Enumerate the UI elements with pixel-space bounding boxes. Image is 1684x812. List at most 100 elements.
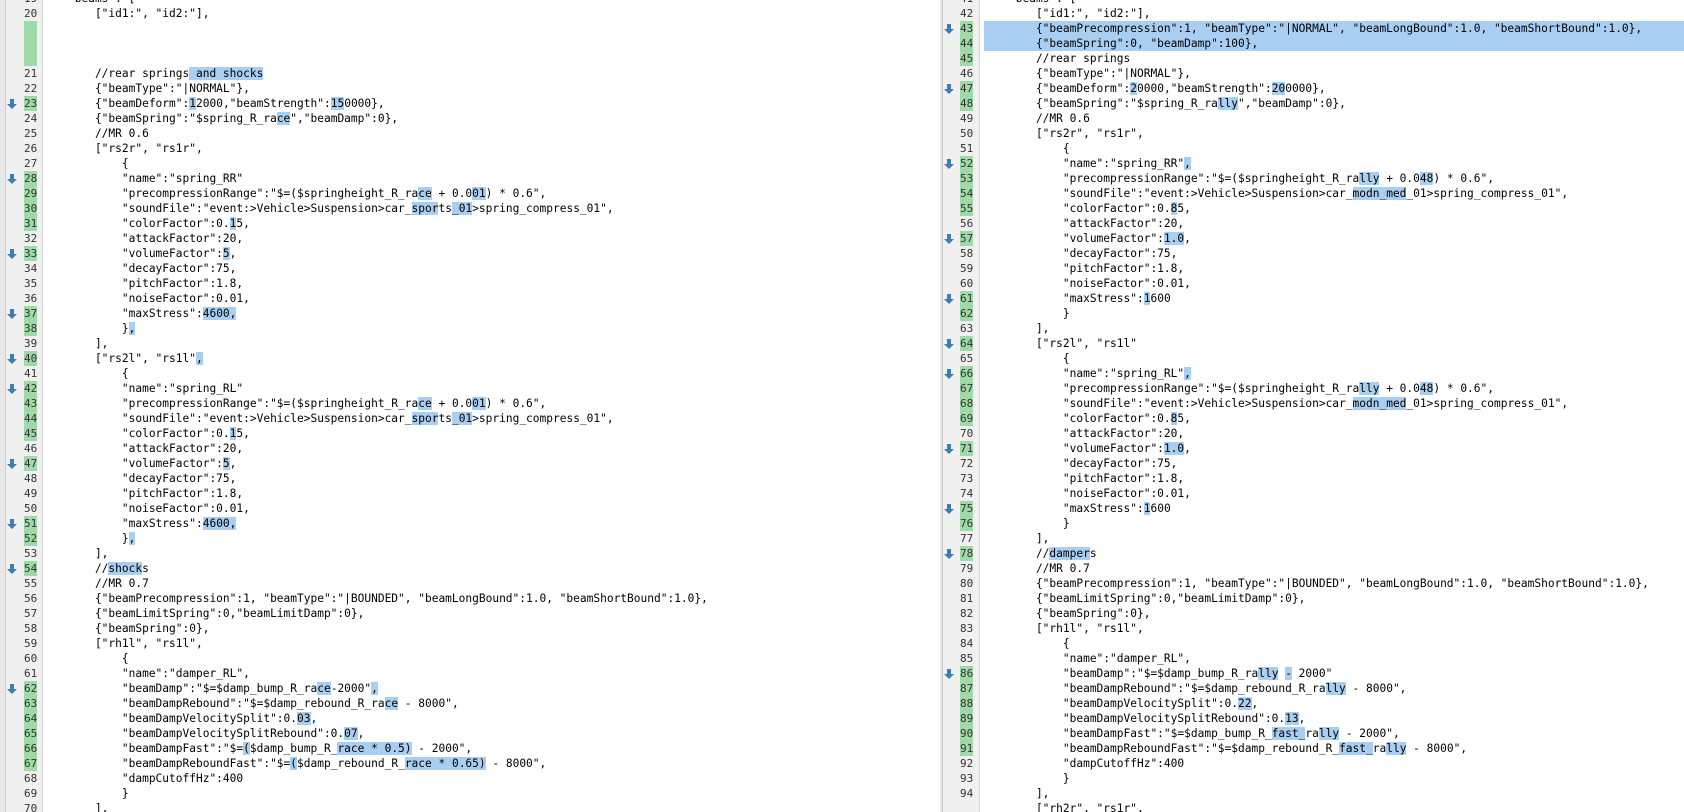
- line-code: "volumeFactor":5,: [46, 456, 910, 471]
- code-segment: _01>spring_compress_01",: [1406, 397, 1569, 410]
- copy-change-arrow-icon[interactable]: [944, 546, 958, 561]
- code-segment: ) * 0.6",: [485, 397, 547, 410]
- line-code: "colorFactor":0.85,: [984, 411, 1684, 426]
- copy-change-arrow-icon[interactable]: [7, 246, 21, 261]
- line-number: 50: [24, 502, 38, 515]
- line-number: 47: [960, 81, 974, 96]
- code-line: 49 "pitchFactor":1.8,: [0, 486, 910, 501]
- copy-change-arrow-icon[interactable]: [7, 381, 21, 396]
- copy-change-arrow-icon[interactable]: [944, 231, 958, 246]
- code-line: 57 "volumeFactor":1.0,: [940, 231, 1684, 246]
- copy-change-arrow-icon[interactable]: [944, 666, 958, 681]
- code-line: 85 "name":"damper_RL",: [940, 651, 1684, 666]
- code-line: 27 {: [0, 156, 910, 171]
- code-segment: "dampCutoffHz":400: [1009, 757, 1185, 770]
- diff-highlight-segment: ce: [276, 112, 291, 125]
- code-line: 20 ["id1:", "id2:"],: [0, 6, 910, 21]
- line-code: "beamDampVelocitySplit":0.03,: [46, 711, 910, 726]
- code-segment: ) * 0.6",: [485, 187, 547, 200]
- line-code: "volumeFactor":1.0,: [984, 231, 1684, 246]
- right-diff-pane[interactable]: 41"beams": [42 ["id1:", "id2:"],43 {"bea…: [940, 0, 1684, 812]
- line-code: "decayFactor":75,: [46, 471, 910, 486]
- code-segment: + 0.0: [431, 187, 473, 200]
- diff-highlight-segment: 01: [472, 397, 486, 410]
- code-segment: ["rh1l", "rs1l",: [1009, 622, 1144, 635]
- copy-change-arrow-icon[interactable]: [7, 516, 21, 531]
- line-number: 41: [24, 367, 38, 380]
- code-segment: 600: [1150, 292, 1171, 305]
- code-line: 36 "noiseFactor":0.01,: [0, 291, 910, 306]
- code-line: 59 ["rh1l", "rs1l",: [0, 636, 910, 651]
- line-code: ["rs2r", "rs1r",: [46, 141, 910, 156]
- code-segment: "maxStress":: [68, 307, 203, 320]
- diff-highlight-segment: lly: [1359, 172, 1380, 185]
- left-scroll-edge[interactable]: [0, 0, 6, 812]
- diff-highlight-segment: 5: [222, 247, 230, 260]
- code-line: 24 {"beamSpring":"$spring_R_race","beamD…: [0, 111, 910, 126]
- diff-highlight-segment: and shocks: [189, 67, 264, 80]
- diff-highlight-segment: -: [1285, 667, 1292, 680]
- line-number: 86: [960, 666, 974, 681]
- line-number: 84: [960, 637, 974, 650]
- code-line: 48 {"beamSpring":"$spring_R_rally","beam…: [940, 96, 1684, 111]
- line-code: ["id1:", "id2:"],: [984, 6, 1684, 21]
- left-diff-pane[interactable]: 19"beams": [20 ["id1:", "id2:"],21 //rea…: [0, 0, 910, 812]
- code-segment: - 8000",: [1345, 682, 1407, 695]
- line-code: "beamDampRebound":"$=$damp_rebound_R_ral…: [984, 681, 1684, 696]
- line-code: "beamDamp":"$=$damp_bump_R_rally - 2000": [984, 666, 1684, 681]
- code-segment: {"beamType":"|NORMAL"},: [68, 82, 250, 95]
- copy-change-arrow-icon[interactable]: [944, 441, 958, 456]
- copy-change-arrow-icon[interactable]: [944, 366, 958, 381]
- copy-change-arrow-icon[interactable]: [7, 96, 21, 111]
- code-segment: }: [68, 322, 129, 335]
- copy-change-arrow-icon[interactable]: [944, 501, 958, 516]
- line-number: 43: [960, 21, 974, 36]
- right-code-lines: 41"beams": [42 ["id1:", "id2:"],43 {"bea…: [940, 0, 1684, 812]
- line-code: "decayFactor":75,: [46, 261, 910, 276]
- code-segment: {: [1009, 352, 1070, 365]
- code-line: 62 }: [940, 306, 1684, 321]
- line-code: },: [46, 321, 910, 336]
- line-number: 43: [24, 396, 38, 411]
- copy-change-arrow-icon[interactable]: [944, 291, 958, 306]
- copy-change-arrow-icon[interactable]: [7, 306, 21, 321]
- copy-change-arrow-icon[interactable]: [7, 561, 21, 576]
- line-code: "noiseFactor":0.01,: [46, 291, 910, 306]
- pane-divider[interactable]: [910, 0, 940, 812]
- code-segment: }: [68, 532, 129, 545]
- copy-change-arrow-icon[interactable]: [944, 21, 958, 36]
- code-line: 58 "decayFactor":75,: [940, 246, 1684, 261]
- right-scroll-edge[interactable]: [940, 0, 943, 812]
- line-number: 58: [960, 247, 974, 260]
- code-line: 62 "beamDamp":"$=$damp_bump_R_race-2000"…: [0, 681, 910, 696]
- copy-change-arrow-icon[interactable]: [944, 81, 958, 96]
- code-segment: "noiseFactor":0.01,: [68, 292, 250, 305]
- copy-change-arrow-icon[interactable]: [7, 171, 21, 186]
- code-line: 81 {"beamLimitSpring":0,"beamLimitDamp":…: [940, 591, 1684, 606]
- code-segment: {: [68, 367, 129, 380]
- copy-change-arrow-icon[interactable]: [7, 351, 21, 366]
- code-line: 45 //rear springs: [940, 51, 1684, 66]
- line-code: {"beamSpring":0, "beamDamp":100},: [984, 36, 1684, 51]
- diff-highlight-segment: ce: [384, 697, 399, 710]
- line-code: "attackFactor":20,: [984, 216, 1684, 231]
- copy-change-arrow-icon[interactable]: [7, 681, 21, 696]
- line-code: ["rs2r", "rs1r",: [984, 126, 1684, 141]
- line-number: 48: [24, 472, 38, 485]
- code-line: 41 {: [0, 366, 910, 381]
- diff-highlight-segment: 07: [344, 727, 358, 740]
- code-segment: "name":"spring_RL": [1009, 367, 1185, 380]
- line-code: "precompressionRange":"$=($springheight_…: [984, 171, 1684, 186]
- line-number: 70: [24, 802, 38, 812]
- line-code: "beamDampFast":"$=($damp_bump_R_race * 0…: [46, 741, 910, 756]
- code-segment: "soundFile":"event:>Vehicle>Suspension>c…: [68, 412, 412, 425]
- copy-change-arrow-icon[interactable]: [7, 456, 21, 471]
- line-number: 31: [24, 216, 38, 231]
- copy-change-arrow-icon[interactable]: [944, 336, 958, 351]
- code-segment: }: [1009, 517, 1070, 530]
- line-number: 26: [24, 142, 38, 155]
- copy-change-arrow-icon[interactable]: [944, 156, 958, 171]
- diff-highlight-segment: 4600,: [202, 517, 237, 530]
- code-segment: s: [1089, 547, 1097, 560]
- line-number: 67: [24, 756, 38, 771]
